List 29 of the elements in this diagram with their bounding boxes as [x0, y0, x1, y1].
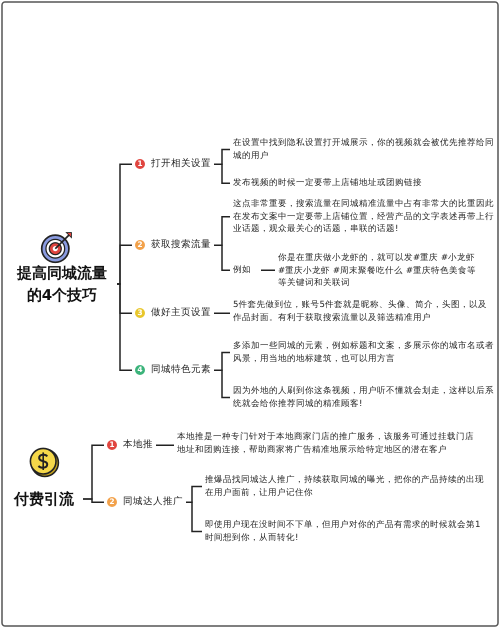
topic-title: 提高同城流量的4个技巧 — [10, 262, 114, 306]
branch-label: 获取搜索流量 — [151, 239, 211, 252]
connector-line — [261, 270, 275, 271]
connector-line — [214, 164, 230, 184]
connector-line — [117, 283, 132, 371]
branch-label: 本地推 — [123, 439, 153, 452]
note-text: 发布视频的时候一定要带上店铺地址或团购链接 — [233, 177, 495, 190]
connector-line — [83, 498, 104, 503]
connector-line — [186, 502, 202, 532]
branch-label: 同城达人推广 — [123, 496, 183, 508]
note-text: 因为外地的人刷到你这条视频，用户听不懂就会划走，这样以后系统就会给你推荐同城的精准顾客! — [233, 385, 495, 410]
branch-label: 做好主页设置 — [151, 307, 211, 320]
connector-line — [214, 370, 230, 398]
note-text: 这点非常重要，搜索流量在同城精准流量中占有非常大的比重因此在发布文案中一定要带上店铺位置，经营产品的文字表述再带上行业话题，观众最关心的话题，串联的话题! — [233, 198, 495, 236]
note-text: 5件套先做到位，账号5件套就是昵称、头像、简介，头图，以及作品封面。有利于获取搜索流量以及筛选精准用户 — [233, 299, 495, 324]
note-text: 推爆品找同城达人推广，持续获取同城的曝光，把你的产品持续的出现在用户面前，让用户记住你 — [205, 474, 485, 499]
note-text: 在设置中找到隐私设置打开城展示，你的视频就会被优先推荐给同城的用户 — [233, 137, 495, 162]
connector-line — [214, 244, 230, 271]
note-text: 例如 — [233, 264, 258, 276]
note-text: 你是在重庆做小龙虾的，就可以发#重庆 #小龙虾 #重庆小龙虾 #周末聚餐吃什么 #重庆特色美食等等关键词和关联词 — [278, 252, 483, 290]
connector-line — [156, 444, 174, 446]
branch-label: 同城特色元素 — [151, 364, 211, 376]
note-text: 多添加一些同城的元素，例如标题和文案，多展示你的城市名或者风景，用当地的地标建筑，也可以用方言 — [233, 340, 495, 365]
branch-label: 打开相关设置 — [151, 158, 211, 170]
connector-line — [214, 312, 230, 314]
connector-line — [117, 244, 132, 285]
topic-title: 付费引流 — [8, 488, 80, 510]
note-text: 本地推是一种专门针对于本地商家门店的推广服务，该服务可通过挂载门店地址和团购连接，帮助商家将广告精准地展示给特定地区的潜在客户 — [177, 431, 477, 456]
note-text: 即使用户现在没时间不下单，但用户对你的产品有需求的时候就会第1时间想到你，从而转化! — [205, 519, 485, 544]
